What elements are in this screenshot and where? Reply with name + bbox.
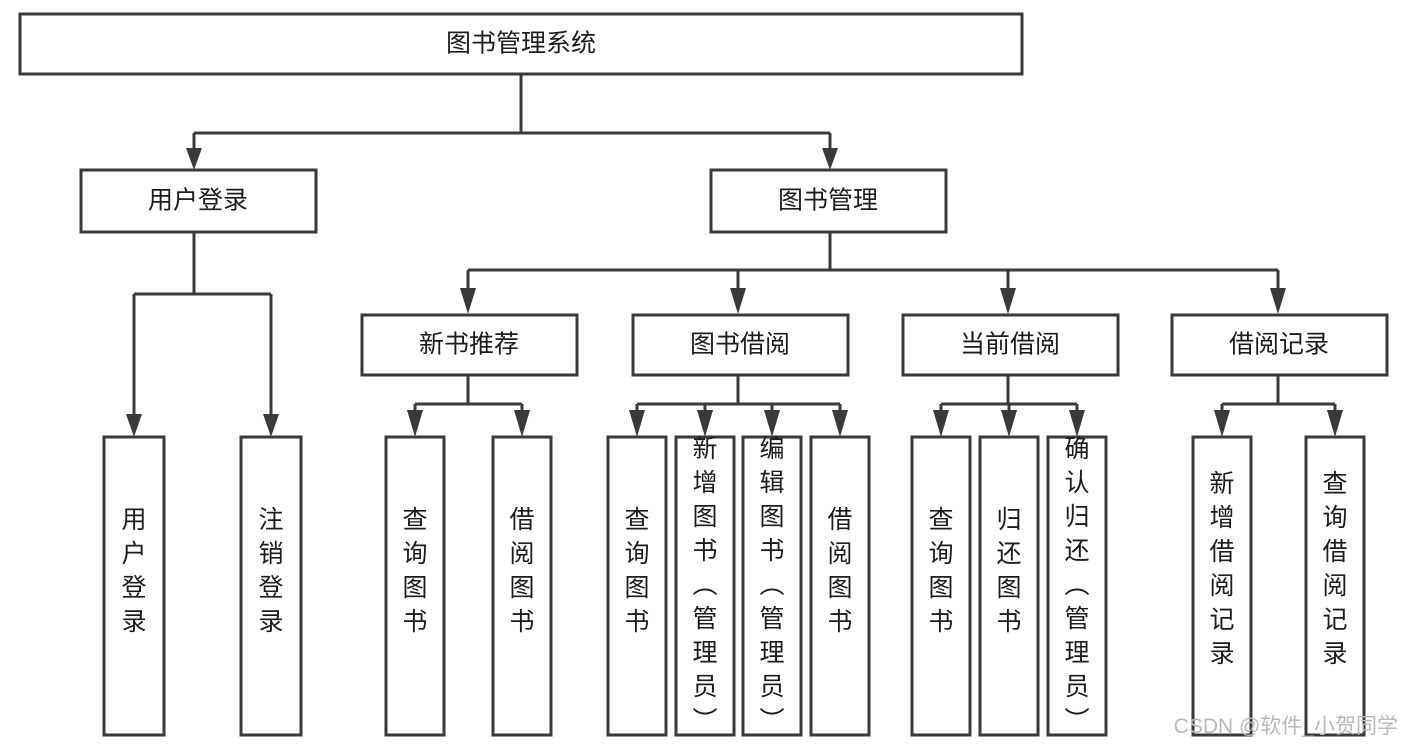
arrow-head-leaf-confirm-return — [1069, 410, 1085, 437]
node-leaf-query-book-2-box[interactable] — [606, 435, 668, 737]
arrow-head-leaf-query-book-1 — [407, 410, 423, 437]
node-leaf-edit-book-label: 编辑图书︵管理员︶ — [759, 435, 784, 735]
node-leaf-return-book-box[interactable] — [978, 435, 1040, 737]
node-leaf-borrow-book-2-box[interactable] — [809, 435, 871, 737]
node-leaf-add-book[interactable]: 新增图书︵管理员︶ — [674, 435, 736, 737]
node-leaf-query-record-box[interactable] — [1304, 435, 1366, 737]
node-leaf-borrow-book-1-box[interactable] — [491, 435, 553, 737]
csdn-watermark: CSDN @软件_小贺同学 — [1174, 715, 1398, 738]
arrow-head-leaf-add-record — [1214, 410, 1230, 437]
arrow-head-leaf-return-book — [1001, 410, 1017, 437]
node-root-box[interactable] — [18, 12, 1024, 76]
node-leaf-confirm-return[interactable]: 确认归还︵管理员︶ — [1046, 435, 1108, 737]
node-current-borrow-label: 当前借阅 — [960, 331, 1060, 359]
node-leaf-add-book-box[interactable] — [674, 435, 736, 737]
node-leaf-query-book-1[interactable]: 查询图书 — [384, 435, 446, 737]
node-leaf-edit-book[interactable]: 编辑图书︵管理员︶ — [741, 435, 803, 737]
node-leaf-add-record-label: 新增借阅记录 — [1209, 470, 1234, 668]
connector-layer — [126, 75, 1343, 437]
node-new-book-recommend-box[interactable] — [360, 313, 579, 377]
node-leaf-query-book-2[interactable]: 查询图书 — [606, 435, 668, 737]
node-leaf-logout-label: 注销登录 — [258, 506, 283, 636]
node-leaf-query-book-2-label: 查询图书 — [624, 506, 649, 636]
node-leaf-borrow-book-2-label: 借阅图书 — [827, 506, 852, 636]
node-leaf-borrow-book-1-label: 借阅图书 — [509, 506, 534, 636]
node-root-label: 图书管理系统 — [446, 30, 596, 58]
node-leaf-query-book-1-box[interactable] — [384, 435, 446, 737]
node-leaf-query-record[interactable]: 查询借阅记录 — [1304, 435, 1366, 737]
node-book-borrow[interactable]: 图书借阅 — [631, 313, 850, 377]
arrow-head-leaf-borrow-book-2 — [832, 410, 848, 437]
node-current-borrow[interactable]: 当前借阅 — [901, 313, 1120, 377]
node-borrow-record[interactable]: 借阅记录 — [1170, 313, 1389, 377]
arrow-head-leaf-add-book — [697, 410, 713, 437]
node-book-borrow-label: 图书借阅 — [690, 331, 790, 359]
node-leaf-return-book-label: 归还图书 — [996, 506, 1021, 636]
node-leaf-return-book[interactable]: 归还图书 — [978, 435, 1040, 737]
node-leaf-query-book-1-label: 查询图书 — [402, 506, 427, 636]
node-leaf-borrow-book-2[interactable]: 借阅图书 — [809, 435, 871, 737]
node-leaf-query-record-label: 查询借阅记录 — [1322, 470, 1347, 668]
node-leaf-confirm-return-box[interactable] — [1046, 435, 1108, 737]
arrow-head-book-management — [822, 148, 838, 170]
node-leaf-user-login[interactable]: 用户登录 — [102, 435, 166, 737]
node-leaf-query-book-3-box[interactable] — [910, 435, 972, 737]
arrow-head-leaf-query-book-3 — [933, 410, 949, 437]
node-book-management-box[interactable] — [709, 168, 948, 234]
arrow-head-leaf-user-login — [126, 414, 142, 437]
node-borrow-record-label: 借阅记录 — [1229, 331, 1329, 359]
arrow-head-leaf-logout — [263, 414, 279, 437]
node-user-login[interactable]: 用户登录 — [79, 168, 318, 234]
arrow-head-book-borrow — [730, 288, 746, 314]
node-root[interactable]: 图书管理系统 — [18, 12, 1024, 76]
arrow-head-leaf-borrow-book-1 — [514, 410, 530, 437]
node-new-book-recommend-label: 新书推荐 — [419, 331, 519, 359]
node-leaf-user-login-label: 用户登录 — [121, 506, 146, 636]
node-current-borrow-box[interactable] — [901, 313, 1120, 377]
node-book-management[interactable]: 图书管理 — [709, 168, 948, 234]
node-leaf-logout-box[interactable] — [239, 435, 303, 737]
arrow-head-leaf-query-record — [1327, 410, 1343, 437]
node-user-login-box[interactable] — [79, 168, 318, 234]
node-leaf-confirm-return-label: 确认归还︵管理员︶ — [1064, 435, 1089, 735]
node-leaf-query-book-3[interactable]: 查询图书 — [910, 435, 972, 737]
node-borrow-record-box[interactable] — [1170, 313, 1389, 377]
node-leaf-logout[interactable]: 注销登录 — [239, 435, 303, 737]
node-leaf-add-record[interactable]: 新增借阅记录 — [1191, 435, 1253, 737]
node-leaf-user-login-box[interactable] — [102, 435, 166, 737]
node-leaf-edit-book-box[interactable] — [741, 435, 803, 737]
node-leaf-add-record-box[interactable] — [1191, 435, 1253, 737]
arrow-head-leaf-query-book-2 — [629, 410, 645, 437]
arrow-head-current-borrow — [1000, 288, 1016, 314]
node-leaf-borrow-book-1[interactable]: 借阅图书 — [491, 435, 553, 737]
arrow-head-leaf-edit-book — [764, 410, 780, 437]
node-book-borrow-box[interactable] — [631, 313, 850, 377]
arrow-head-borrow-record — [1270, 288, 1286, 314]
node-leaf-add-book-label: 新增图书︵管理员︶ — [692, 435, 717, 735]
node-leaf-query-book-3-label: 查询图书 — [928, 506, 953, 636]
node-new-book-recommend[interactable]: 新书推荐 — [360, 313, 579, 377]
arrow-head-user-login — [186, 148, 202, 170]
node-user-login-label: 用户登录 — [148, 187, 248, 215]
node-book-management-label: 图书管理 — [778, 187, 878, 215]
arrow-head-new-book-recommend — [460, 288, 476, 314]
